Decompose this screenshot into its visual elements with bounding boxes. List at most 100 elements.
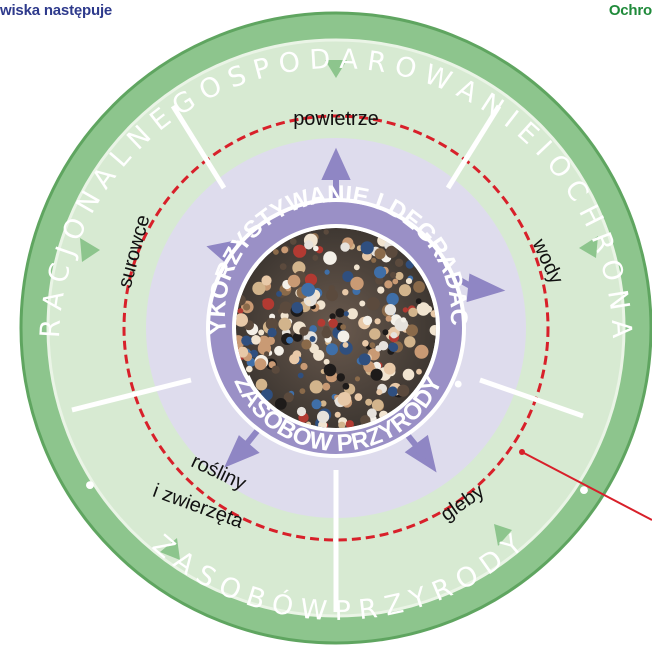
crowd-dot (286, 336, 294, 344)
crowd-dot (402, 368, 415, 381)
crowd-dot (359, 300, 366, 307)
crowd-dot (387, 386, 398, 397)
crowd-dot (413, 281, 425, 293)
crowd-dot (415, 298, 422, 305)
crowd-dot (384, 304, 397, 316)
crowd-dot (261, 275, 272, 286)
crowd-dot (430, 310, 436, 318)
crowd-dot (304, 240, 314, 250)
crowd-dot (328, 318, 338, 328)
crowd-dot (382, 329, 389, 336)
crowd-dot (343, 311, 349, 317)
crowd-dot (236, 313, 248, 327)
inward-arrows (80, 60, 598, 560)
crowd-dot (369, 328, 381, 340)
crowd-dot (340, 242, 350, 252)
crowd-dot (299, 326, 309, 336)
crowd-dot (246, 365, 253, 373)
crowd-dot (366, 297, 380, 311)
crowd-dot (414, 344, 429, 359)
crowd-dot (274, 398, 287, 410)
crowd-dot (342, 342, 349, 348)
crowd-dot (334, 411, 341, 418)
outer-ring-bullet-left: • (82, 471, 98, 502)
crowd-dot (345, 420, 354, 428)
crowd-dot (271, 365, 280, 374)
crowd-dot (384, 280, 393, 289)
crowd-dot (236, 335, 245, 349)
crowd-dot (383, 362, 396, 375)
crowd-dot (376, 389, 383, 396)
crowd-dot (312, 254, 319, 261)
crowd-dot (258, 335, 270, 347)
crowd-dot (408, 307, 418, 317)
crowd-dot (337, 392, 352, 406)
crowd-dot (354, 376, 361, 382)
header-right-text: Ochro (608, 2, 652, 19)
crowd-dot (370, 368, 383, 381)
crowd-dot (324, 269, 330, 275)
crowd-dot (390, 332, 398, 339)
crowd-dot (281, 246, 289, 254)
crowd-dot (311, 399, 322, 410)
crowd-dot (237, 346, 249, 358)
crowd-dot (309, 325, 318, 333)
crowd-dot (313, 245, 319, 252)
crowd-photo (236, 228, 436, 428)
crowd-dot (362, 315, 373, 326)
outer-ring-bullet-right: • (576, 476, 592, 507)
crowd-dot (264, 351, 270, 357)
crowd-dot (304, 273, 318, 286)
crowd-dot (400, 317, 407, 323)
crowd-dot (338, 421, 346, 428)
crowd-dot (322, 382, 331, 391)
crowd-dot (329, 313, 336, 320)
crowd-dot (340, 324, 346, 330)
crowd-dot (394, 258, 404, 267)
crowd-dot (375, 276, 384, 285)
crowd-dot (369, 342, 376, 349)
crowd-dot (289, 353, 300, 365)
crowd-dot (374, 248, 386, 260)
crowd-dot (398, 284, 412, 297)
crowd-dot (388, 342, 397, 351)
crowd-dot (402, 307, 409, 313)
pointer-line (521, 451, 652, 521)
crowd-dot (406, 324, 418, 337)
crowd-dot (241, 335, 252, 346)
crowd-dot (305, 299, 311, 305)
crowd-dot (317, 318, 326, 327)
crowd-dot (374, 266, 387, 279)
crowd-dot (323, 358, 330, 365)
crowd-dot (274, 345, 284, 356)
crowd-dot (392, 278, 399, 285)
crowd-dot (336, 373, 345, 382)
inner-ring-bullet: • (454, 371, 462, 398)
crowd-dot (346, 308, 358, 320)
crowd-dot (354, 393, 363, 401)
crowd-dot (360, 241, 374, 255)
crowd-dot (323, 363, 337, 377)
crowd-dot (358, 353, 371, 366)
crowd-dot (243, 303, 251, 311)
crowd-dot (365, 398, 373, 406)
crowd-dot (385, 245, 398, 258)
crowd-dot (323, 325, 330, 333)
crowd-dot (250, 349, 258, 358)
crowd-dot (416, 302, 430, 316)
crowd-dot (301, 339, 312, 350)
crowd-dot (342, 289, 349, 296)
label-air: powietrze (293, 108, 379, 130)
crowd-dot (265, 317, 278, 331)
crowd-dot (416, 368, 422, 375)
crowd-dot (309, 336, 316, 342)
crowd-dot (301, 282, 316, 297)
crowd-dot (374, 318, 381, 325)
crowd-dot (404, 336, 416, 348)
crowd-dot (297, 372, 304, 379)
crowd-dot (258, 329, 265, 336)
crowd-dot (377, 286, 385, 294)
sector-dividers (71, 104, 584, 612)
crowd-dot (429, 325, 436, 336)
